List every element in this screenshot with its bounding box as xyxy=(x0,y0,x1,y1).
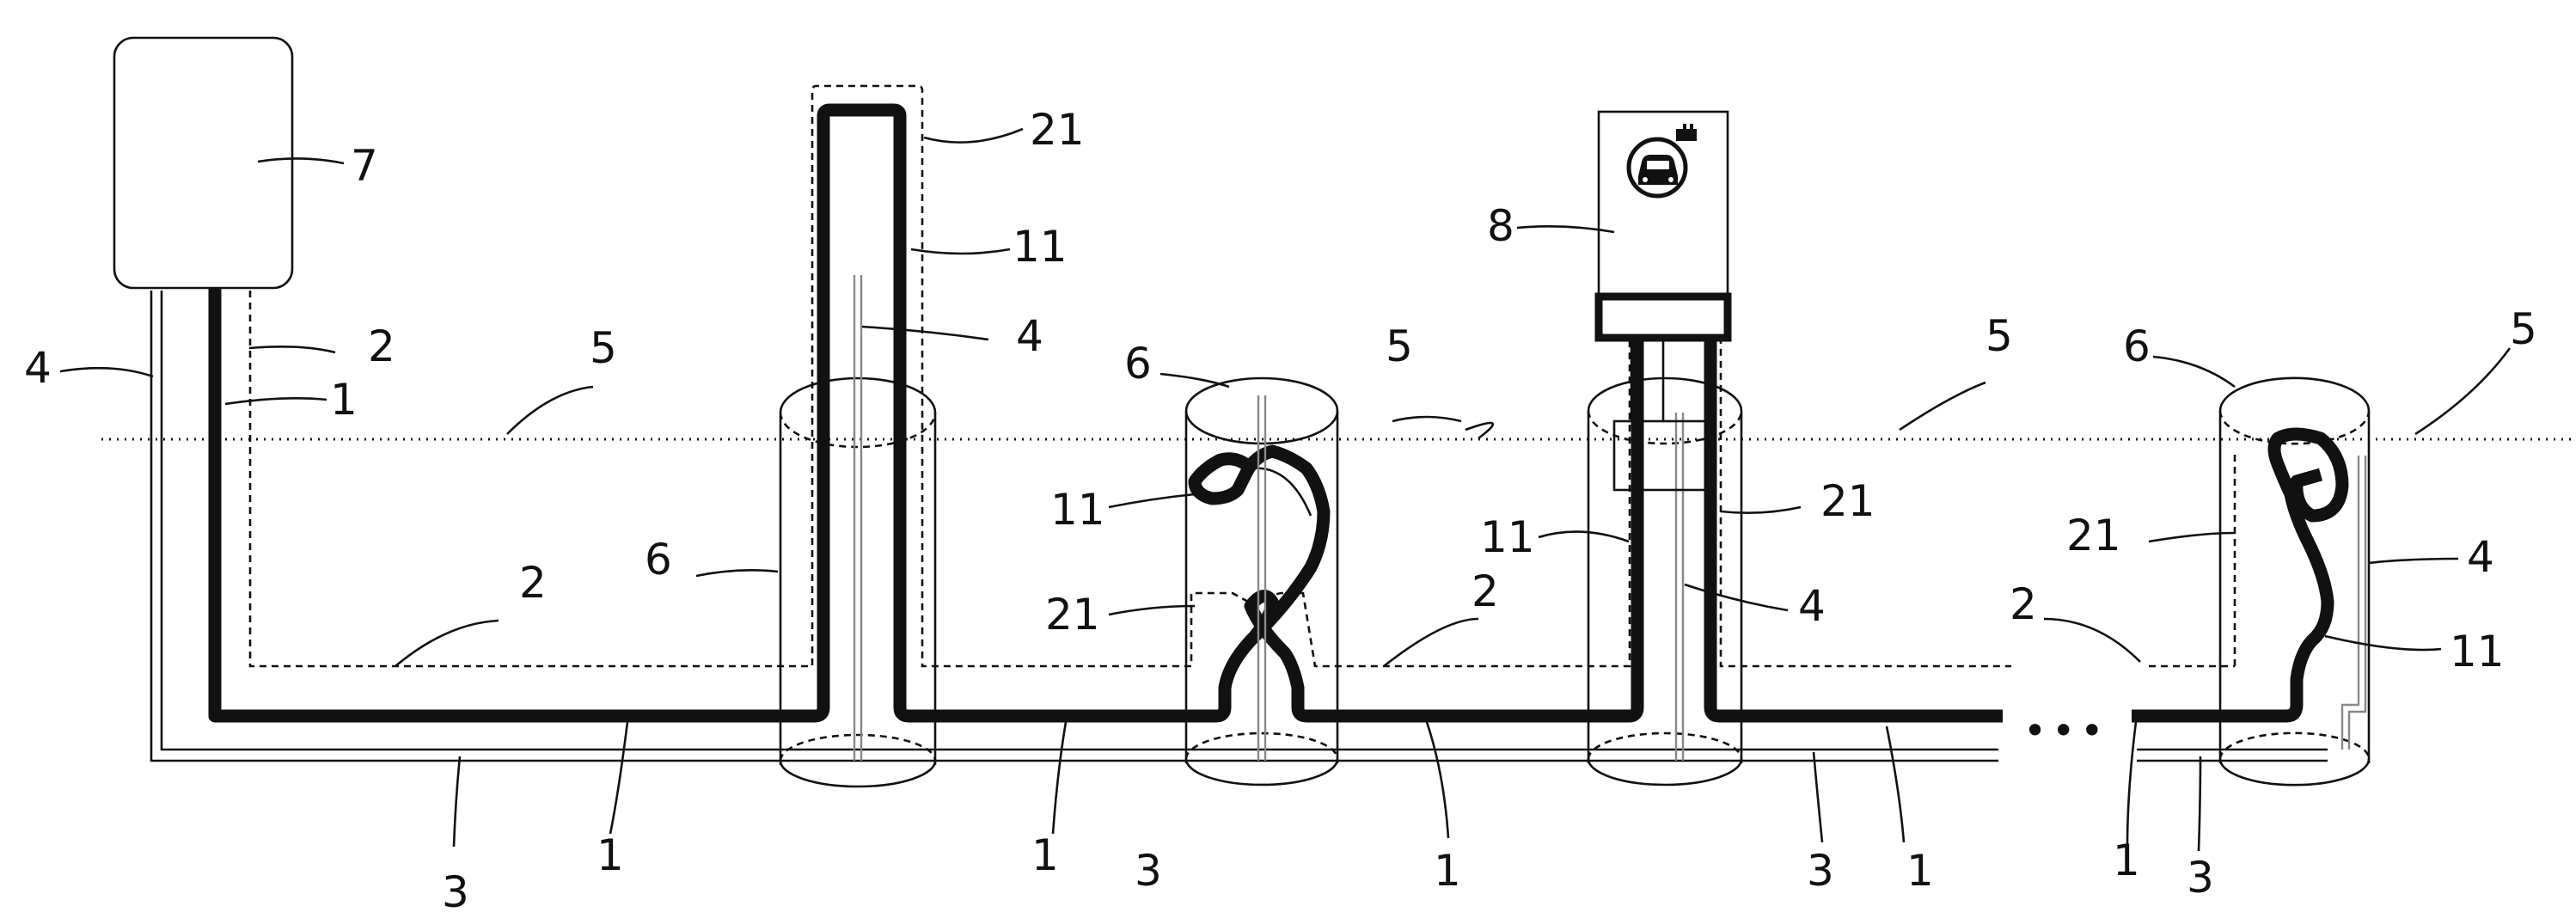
label-2: 2 xyxy=(368,321,395,371)
well-cylinder-2 xyxy=(1184,376,1339,787)
label-4: 4 xyxy=(1798,581,1826,631)
label-21: 21 xyxy=(1820,476,1875,526)
label-5: 5 xyxy=(590,323,617,373)
label-4: 4 xyxy=(24,343,52,393)
well-cylinder-1 xyxy=(779,376,937,788)
label-2: 2 xyxy=(2010,579,2037,629)
label-11: 11 xyxy=(2450,627,2505,676)
label-3: 3 xyxy=(2187,853,2214,903)
thick-cable-1-end xyxy=(2132,427,2349,723)
label-6: 6 xyxy=(645,535,672,585)
conduit-3 xyxy=(150,291,2328,762)
label-1: 1 xyxy=(597,830,624,880)
thin-line-4 xyxy=(853,275,2367,761)
coil-11 xyxy=(1188,444,1331,641)
label-5: 5 xyxy=(1986,311,2013,361)
label-6: 6 xyxy=(1124,339,1152,389)
leader-lines xyxy=(59,127,2512,852)
label-11: 11 xyxy=(1013,222,1068,272)
label-3: 3 xyxy=(1135,846,1162,896)
thick-cable-1-right xyxy=(1704,340,2003,723)
label-4: 4 xyxy=(1016,311,1043,361)
label-11: 11 xyxy=(1480,512,1535,562)
label-6: 6 xyxy=(2123,321,2151,371)
label-2: 2 xyxy=(519,558,547,608)
label-11: 11 xyxy=(1050,485,1105,535)
label-5: 5 xyxy=(2510,304,2537,354)
label-1: 1 xyxy=(1906,846,1934,896)
dashed-line-2 xyxy=(248,84,2011,668)
label-1: 1 xyxy=(1434,846,1461,896)
label-3: 3 xyxy=(442,867,469,912)
charging-car-plug-icon xyxy=(1626,124,1697,199)
well-cylinder-4 xyxy=(2218,376,2371,787)
label-7: 7 xyxy=(351,141,378,191)
label-1: 1 xyxy=(330,375,358,425)
charging-station-8 xyxy=(1594,110,1732,492)
well-cylinder-3 xyxy=(1587,376,1743,787)
label-21: 21 xyxy=(2066,511,2121,560)
label-2: 2 xyxy=(1472,566,1499,616)
label-5: 5 xyxy=(1386,321,1413,371)
ellipsis: ••• xyxy=(2023,707,2108,754)
label-21: 21 xyxy=(1045,590,1100,640)
thick-cable-1 xyxy=(208,103,1644,723)
label-3: 3 xyxy=(1807,846,1834,896)
label-1: 1 xyxy=(1031,830,1059,880)
label-1: 1 xyxy=(2113,835,2140,885)
label-21: 21 xyxy=(1030,105,1085,155)
label-8: 8 xyxy=(1487,201,1514,251)
label-4: 4 xyxy=(2467,532,2494,582)
box-7 xyxy=(113,36,294,290)
